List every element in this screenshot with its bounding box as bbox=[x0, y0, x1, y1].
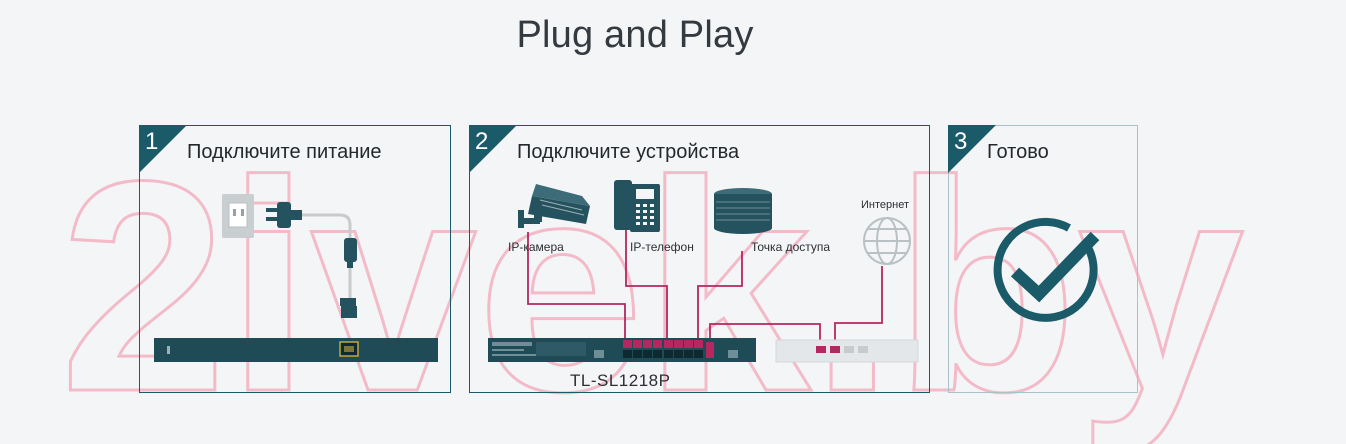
step-1-panel: 1 Подключите питание bbox=[139, 125, 451, 393]
step-number: 3 bbox=[954, 128, 968, 155]
device-label-phone: IP-телефон bbox=[630, 240, 694, 254]
step-title: Готово bbox=[987, 141, 1049, 163]
step-number: 2 bbox=[475, 128, 489, 155]
step-number: 1 bbox=[145, 128, 159, 155]
step-title: Подключите питание bbox=[187, 141, 382, 163]
step-title: Подключите устройства bbox=[517, 141, 740, 163]
model-name: TL-SL1218P bbox=[570, 371, 671, 390]
page-title: Plug and Play bbox=[516, 14, 754, 56]
step-2-panel: 2 Подключите устройства bbox=[469, 125, 930, 393]
plug-icon bbox=[266, 202, 302, 228]
device-label-internet: Интернет bbox=[861, 199, 909, 211]
step-3-panel: 3 Готово bbox=[948, 125, 1138, 393]
step-corner bbox=[139, 125, 187, 173]
outlet-icon bbox=[222, 194, 254, 238]
switch-icon bbox=[488, 338, 756, 362]
devices-illustration bbox=[488, 180, 919, 363]
device-label-ap: Точка доступа bbox=[751, 240, 831, 254]
device-label-camera: IP-камера bbox=[508, 240, 564, 254]
phone-icon bbox=[614, 180, 660, 232]
power-connector-icon bbox=[340, 298, 357, 318]
camera-icon bbox=[518, 184, 590, 228]
power-adapter-icon bbox=[344, 238, 357, 268]
globe-icon bbox=[863, 217, 911, 265]
step-corner bbox=[948, 125, 996, 173]
access-point-icon bbox=[714, 188, 772, 234]
checkmark-icon bbox=[993, 217, 1100, 322]
switch-icon bbox=[154, 338, 438, 362]
step-corner bbox=[469, 125, 517, 173]
power-illustration bbox=[154, 194, 438, 362]
router-icon bbox=[775, 339, 919, 363]
cables bbox=[527, 230, 883, 348]
